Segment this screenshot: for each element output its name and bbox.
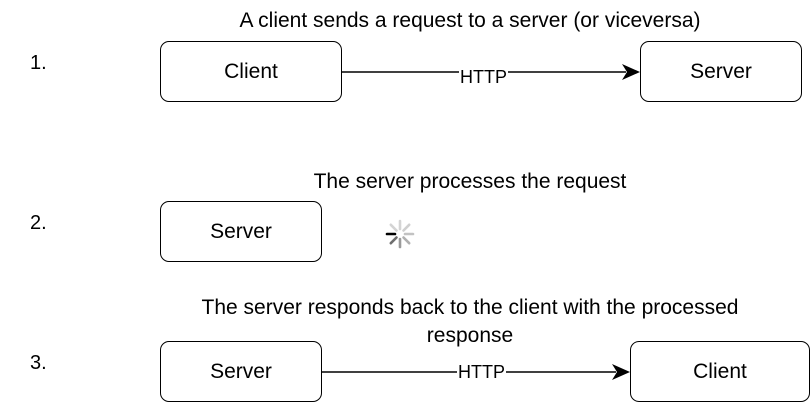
step-2-caption: The server processes the request (313, 170, 627, 193)
step-3-http-label: HTTP (457, 362, 506, 382)
step-3-arrowhead-icon (612, 364, 630, 380)
loading-spinner-icon (385, 219, 415, 249)
step-1-arrowhead-icon (622, 64, 640, 80)
step-3-caption-line-2: response (426, 324, 514, 347)
step-1-server-node-label: Server (690, 59, 752, 83)
step-3-caption-line-1: The server responds back to the client w… (201, 296, 739, 319)
step-1-http-label: HTTP (459, 67, 508, 87)
step-3-server-node-label: Server (210, 359, 272, 383)
step-2-server-node-label: Server (210, 219, 272, 243)
step-1-server-node: Server (640, 41, 802, 102)
step-1-number: 1. (30, 52, 47, 74)
step-3-client-node-label: Client (693, 359, 747, 383)
step-1-client-node: Client (160, 41, 342, 102)
step-2-number: 2. (30, 212, 47, 234)
step-1-client-node-label: Client (224, 59, 278, 83)
step-3-client-node: Client (630, 341, 810, 402)
step-2-server-node: Server (160, 201, 322, 262)
step-3-number: 3. (30, 352, 47, 374)
step-1-caption: A client sends a request to a server (or… (239, 9, 701, 32)
step-3-server-node: Server (160, 341, 322, 402)
